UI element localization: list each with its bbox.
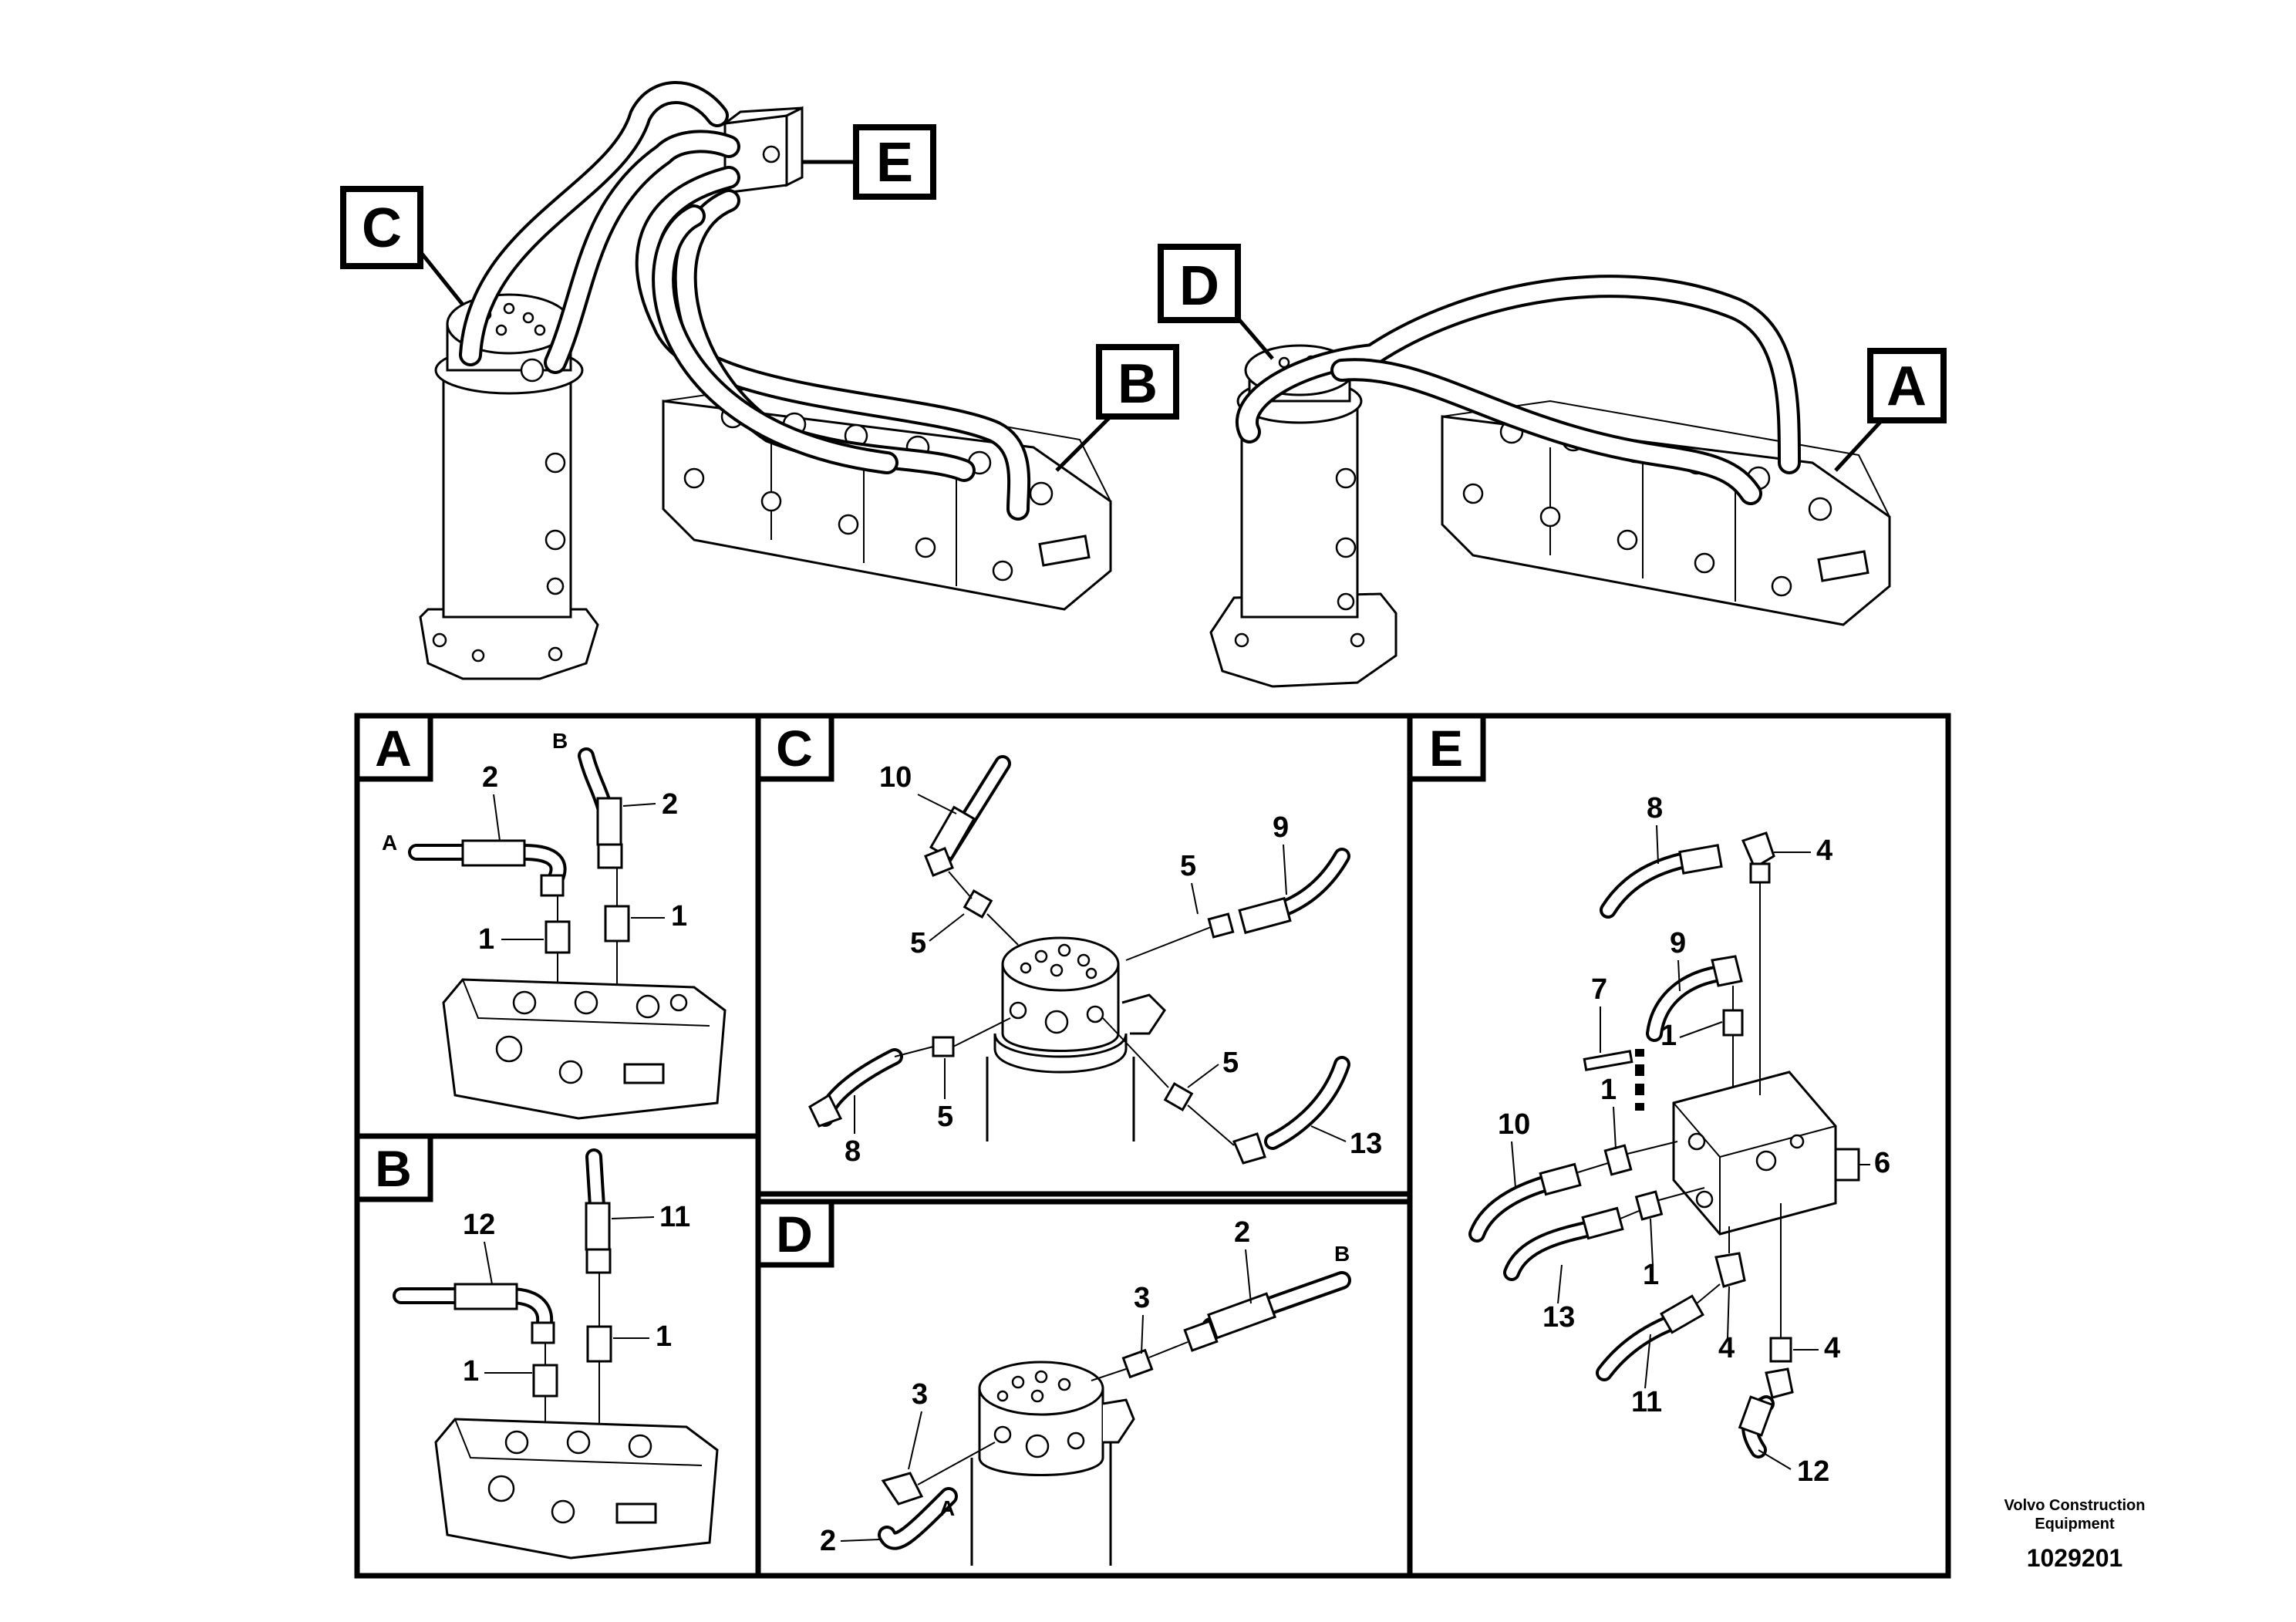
callout-e: E <box>802 124 936 200</box>
svg-text:C: C <box>776 720 813 777</box>
svg-text:13: 13 <box>1542 1301 1575 1334</box>
svg-text:9: 9 <box>1273 811 1289 844</box>
svg-text:8: 8 <box>1647 792 1663 824</box>
svg-text:2: 2 <box>662 788 678 821</box>
panel-a: A A B 2 2 1 1 <box>354 713 761 1139</box>
svg-text:A: A <box>939 1496 955 1520</box>
panel-b: B 12 11 1 1 <box>354 1133 761 1579</box>
svg-text:D: D <box>776 1206 813 1263</box>
svg-text:D: D <box>1179 255 1219 317</box>
svg-text:6: 6 <box>1874 1147 1890 1179</box>
svg-text:1: 1 <box>1643 1259 1659 1291</box>
hoses-top-right <box>1236 275 1801 505</box>
svg-text:5: 5 <box>910 927 926 959</box>
svg-text:4: 4 <box>1824 1332 1840 1364</box>
svg-text:13: 13 <box>1350 1128 1382 1160</box>
svg-text:2: 2 <box>482 761 498 794</box>
svg-text:5: 5 <box>1222 1047 1239 1079</box>
svg-text:1: 1 <box>656 1320 672 1353</box>
distribution-block-top <box>720 106 804 194</box>
panel-tag-d: D <box>755 1199 834 1268</box>
svg-text:7: 7 <box>1591 973 1607 1006</box>
svg-text:8: 8 <box>845 1135 861 1168</box>
svg-text:1: 1 <box>478 923 494 956</box>
svg-text:9: 9 <box>1670 927 1686 959</box>
panel-tag-c: C <box>755 713 834 782</box>
svg-text:A: A <box>375 720 412 777</box>
svg-text:2: 2 <box>1234 1216 1250 1249</box>
svg-text:1: 1 <box>1600 1074 1617 1106</box>
swivel-joint-right <box>1209 344 1397 688</box>
brand-line-2: Equipment <box>2035 1516 2115 1533</box>
svg-text:4: 4 <box>1816 835 1832 867</box>
svg-text:A: A <box>382 831 397 855</box>
svg-text:10: 10 <box>879 761 912 794</box>
panel-e: E <box>1407 713 1951 1579</box>
svg-text:3: 3 <box>1134 1282 1150 1314</box>
callout-b: B <box>1055 344 1179 472</box>
brand-line-1: Volvo Construction <box>2004 1497 2146 1514</box>
svg-text:1: 1 <box>1660 1020 1677 1052</box>
reference-number: 1029201 <box>2026 1544 2123 1572</box>
svg-text:E: E <box>876 132 913 194</box>
svg-text:B: B <box>1118 353 1158 415</box>
panel-c: C <box>755 713 1413 1197</box>
hoses-top-left <box>459 81 1031 521</box>
svg-text:12: 12 <box>1797 1455 1829 1488</box>
svg-text:1: 1 <box>671 900 687 932</box>
svg-text:10: 10 <box>1498 1108 1530 1141</box>
svg-text:A: A <box>1886 356 1927 417</box>
footer: Volvo Construction Equipment 1029201 <box>1974 1496 2175 1573</box>
svg-text:B: B <box>1334 1242 1350 1266</box>
svg-text:3: 3 <box>912 1378 928 1411</box>
callout-c: C <box>340 186 464 306</box>
svg-text:B: B <box>375 1140 412 1197</box>
svg-text:C: C <box>362 197 402 259</box>
svg-text:5: 5 <box>937 1101 953 1133</box>
panel-tag-b: B <box>354 1133 433 1202</box>
svg-text:11: 11 <box>659 1201 690 1233</box>
control-valve-right <box>1441 400 1891 626</box>
svg-text:11: 11 <box>1631 1386 1662 1418</box>
svg-text:2: 2 <box>820 1525 836 1557</box>
svg-text:1: 1 <box>463 1355 479 1388</box>
panel-tag-a: A <box>354 713 433 782</box>
panel-tag-e: E <box>1407 713 1486 782</box>
callout-a: A <box>1834 348 1947 472</box>
svg-text:4: 4 <box>1718 1332 1735 1364</box>
callout-d: D <box>1158 244 1274 360</box>
svg-text:E: E <box>1429 720 1463 777</box>
svg-text:12: 12 <box>463 1209 495 1241</box>
svg-text:B: B <box>552 729 568 753</box>
panel-d: D 2 B 3 3 2 A <box>755 1199 1413 1579</box>
svg-text:5: 5 <box>1180 850 1196 882</box>
